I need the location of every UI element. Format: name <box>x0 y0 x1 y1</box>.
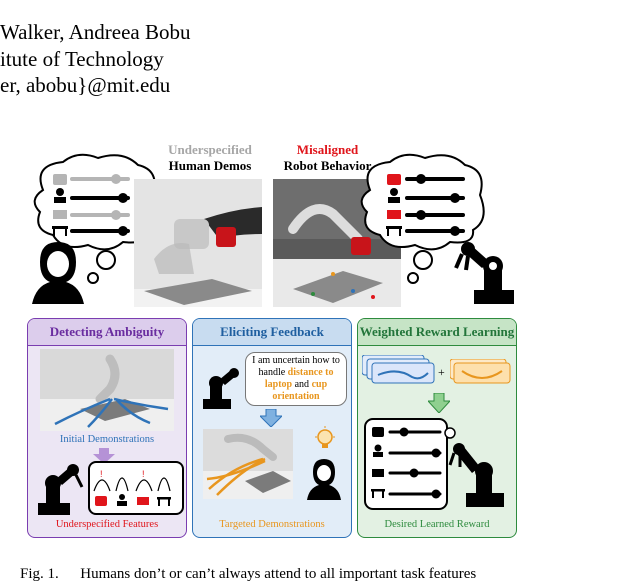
human-icon <box>32 242 84 304</box>
human-demo-photo <box>134 179 262 307</box>
svg-text:!: ! <box>100 469 103 479</box>
down-arrow-icon <box>93 448 115 464</box>
plus-sign: + <box>438 365 445 379</box>
robot-arm-speaker-icon <box>203 368 239 409</box>
figure-label: Fig. 1. <box>20 566 59 582</box>
panel-title-detecting: Detecting Ambiguity <box>28 319 186 346</box>
svg-text:!: ! <box>142 469 145 479</box>
affiliation-line: itute of Technology <box>0 47 164 71</box>
panel-title-reward: Weighted Reward Learning <box>358 319 516 346</box>
robot-feature-row-laptop <box>387 210 465 220</box>
human-thought-cloud <box>33 153 158 284</box>
uncertain-laptop-feature: ! <box>135 469 153 505</box>
human-small-icon <box>307 459 341 500</box>
uncertain-cup-feature: ! <box>93 469 111 506</box>
underspecified-features-label: Underspecified Features <box>55 519 159 530</box>
robot-feature-row-person <box>388 188 465 203</box>
figure-caption: Fig. 1. Humans don’t or can’t always att… <box>20 566 476 583</box>
panel-title-eliciting: Eliciting Feedback <box>193 319 351 346</box>
down-arrow-icon <box>260 409 282 427</box>
certain-table-feature <box>157 477 171 506</box>
panel-weighted-reward-learning: Weighted Reward Learning + <box>357 318 517 538</box>
demos-label: Underspecified Human Demos <box>168 142 252 173</box>
robot-label: Misaligned Robot Behavior <box>283 142 372 173</box>
certain-person-feature <box>115 477 129 506</box>
email-line: er, abobu}@mit.edu <box>0 73 171 97</box>
panel-eliciting-feedback: Eliciting Feedback I am uncertain how to… <box>192 318 352 538</box>
feature-row-table <box>52 226 130 236</box>
robot-feature-row-table <box>386 226 465 236</box>
feature-uncertainty-box: ! ! <box>88 461 184 515</box>
desired-reward-label: Desired Learned Reward <box>384 519 490 530</box>
learned-reward-diagram <box>364 418 504 510</box>
figure-caption-text: Humans don’t or can’t always attend to a… <box>80 566 477 582</box>
feature-row-cup <box>53 174 130 185</box>
feature-row-laptop <box>53 210 130 220</box>
robot-arm-icon <box>454 242 514 304</box>
initial-demos-stack <box>362 355 435 384</box>
reward-row-laptop <box>372 468 442 478</box>
authors-line: Walker, Andreea Bobu <box>0 20 191 44</box>
robot-feature-row-cup <box>387 174 465 185</box>
targeted-demos-label: Targeted Demonstrations <box>219 519 325 530</box>
robot-arm-small-icon <box>38 464 84 515</box>
targeted-demos-photo <box>203 429 293 499</box>
initial-demos-label: Initial Demonstrations <box>59 434 155 445</box>
targeted-demos-stack <box>450 359 511 384</box>
reward-row-table <box>371 489 442 499</box>
initial-demos-photo <box>40 349 174 431</box>
uncertainty-speech-bubble: I am uncertain how to handle distance to… <box>245 352 347 406</box>
robot-arm-reward-icon <box>448 443 504 507</box>
panel-detecting-ambiguity: Detecting Ambiguity Initial Demonstratio… <box>27 318 187 538</box>
reward-row-person <box>373 444 442 458</box>
down-arrow-icon <box>428 393 450 413</box>
reward-row-cup <box>372 427 442 437</box>
lightbulb-icon <box>315 426 335 448</box>
feature-row-person <box>54 188 130 203</box>
robot-thought-cloud <box>360 153 485 284</box>
